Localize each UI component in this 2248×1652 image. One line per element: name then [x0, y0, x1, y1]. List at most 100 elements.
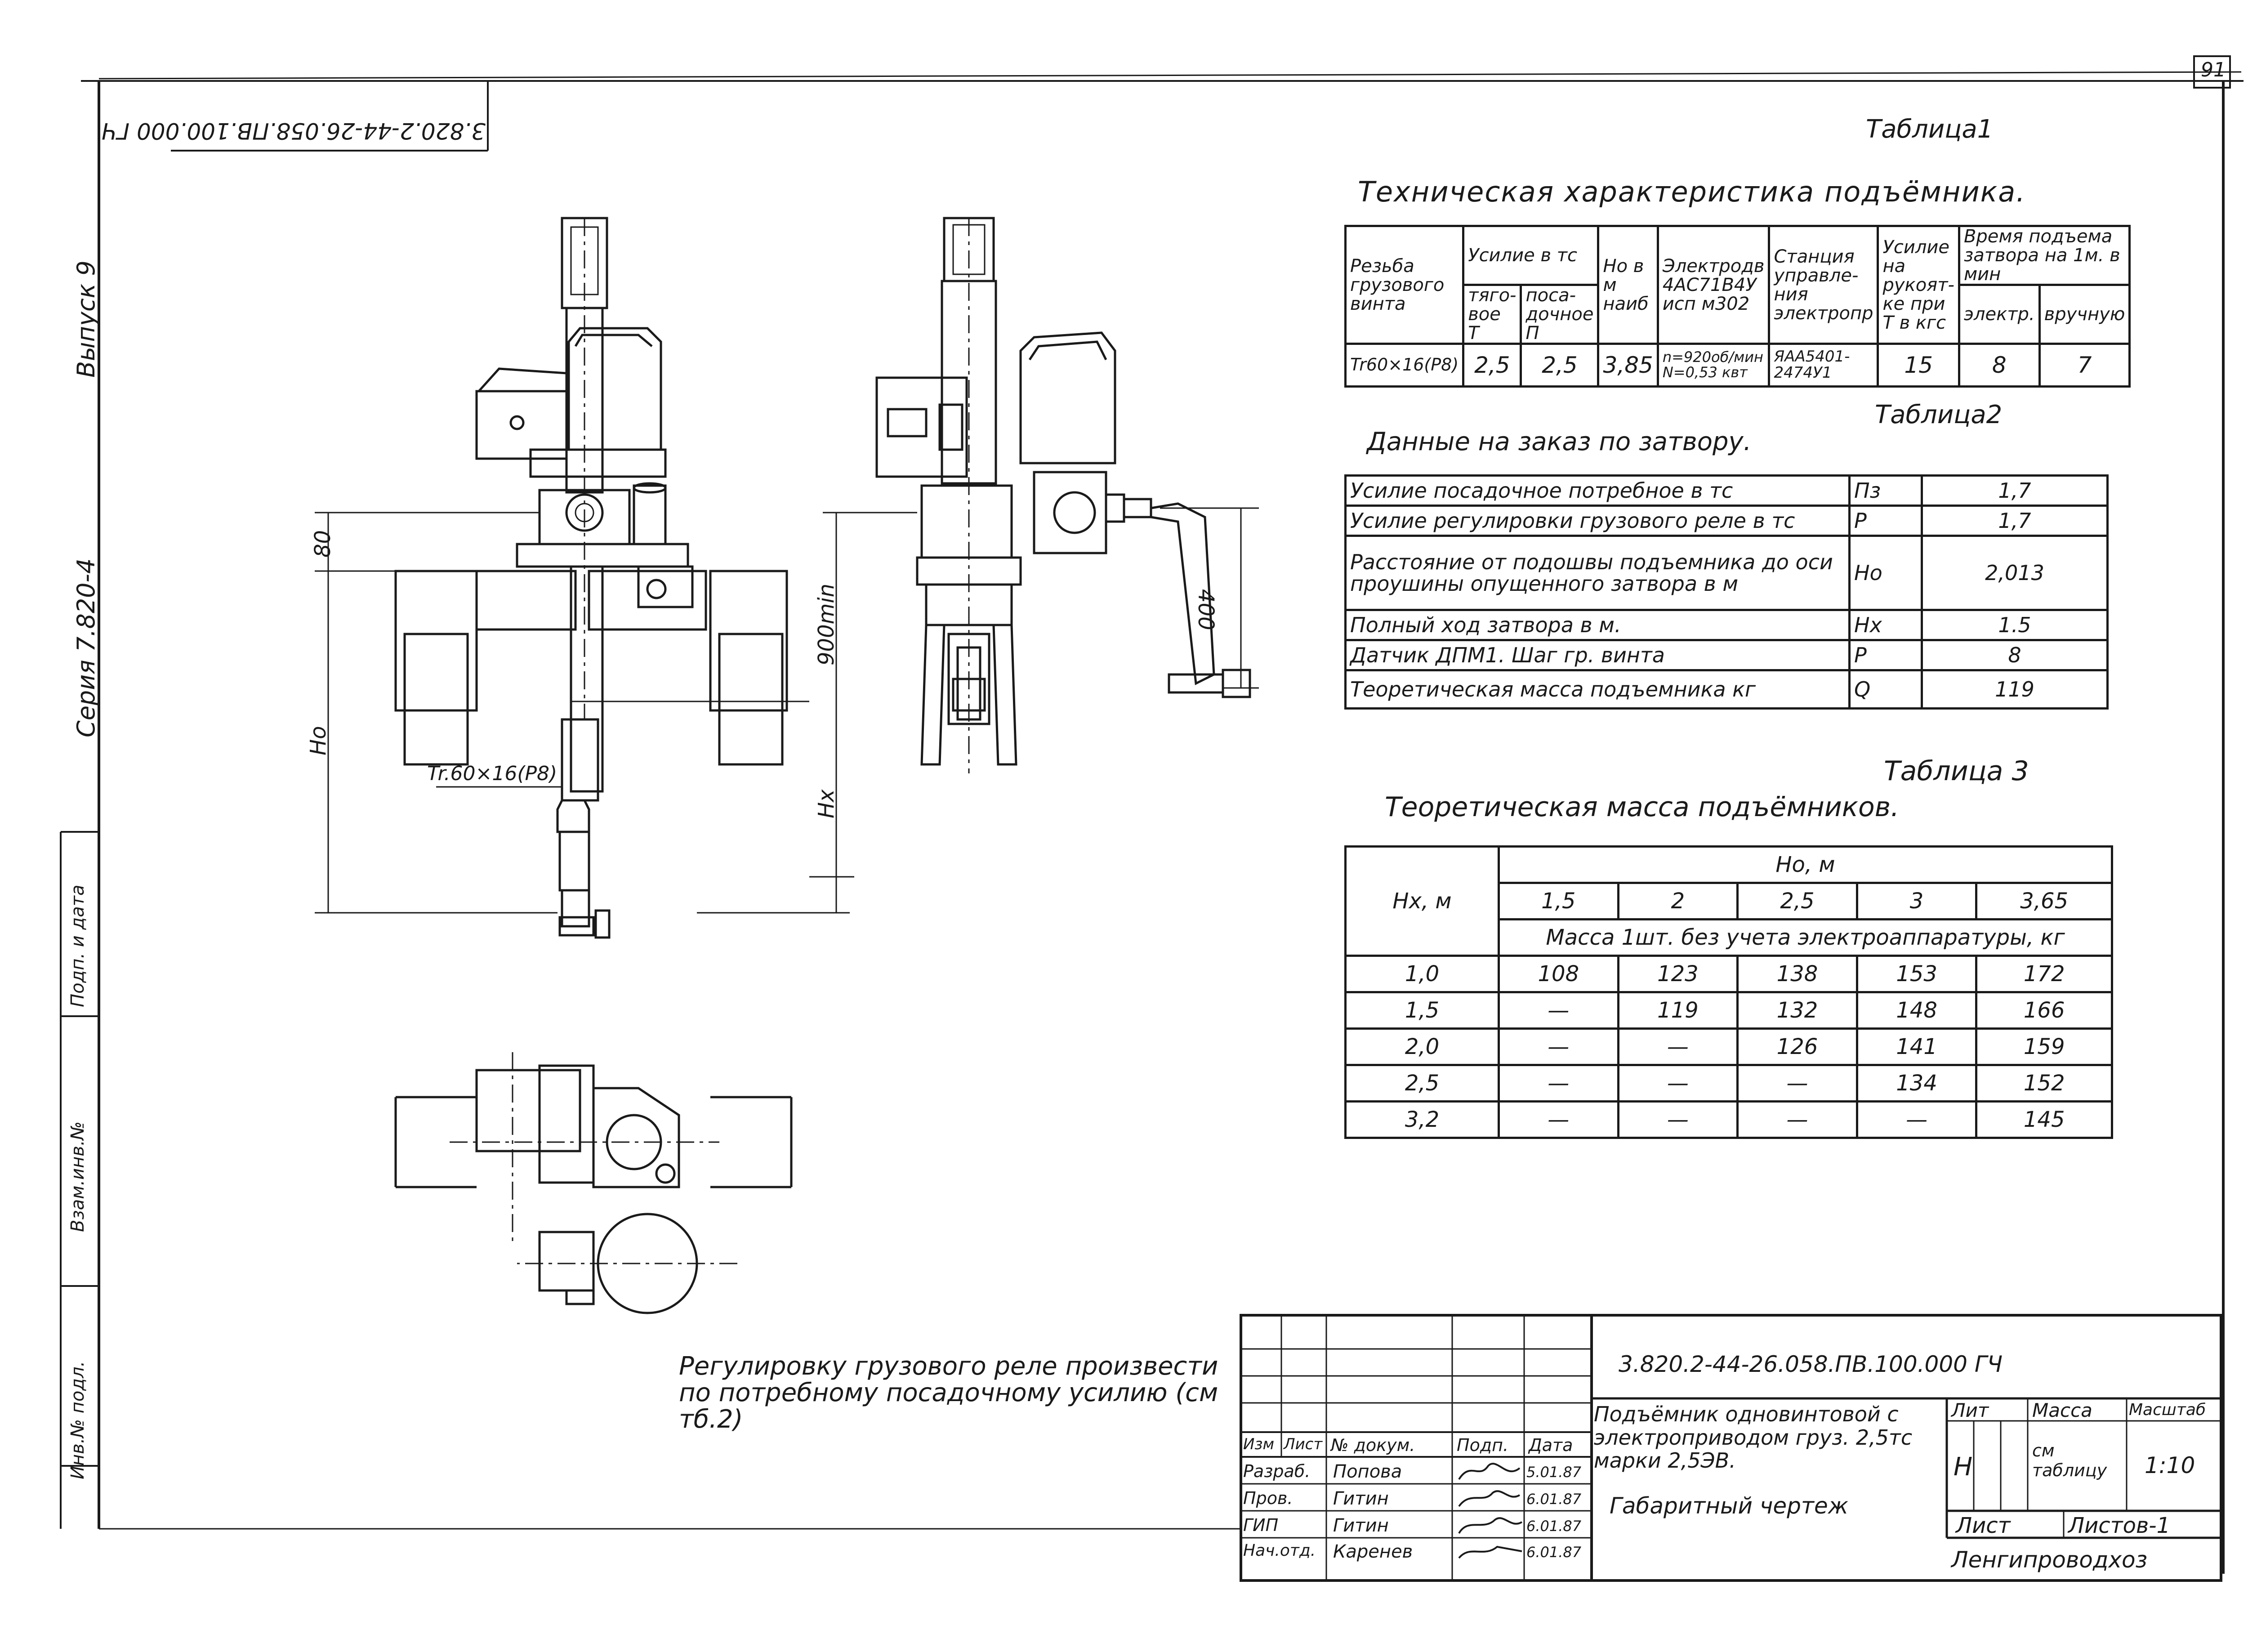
t2-row: Полный ход затвора в м. Hx 1.5: [1344, 609, 2109, 641]
tb-drawing-type: Габаритный чертеж: [1610, 1493, 1848, 1519]
tb-person: Каренев: [1333, 1541, 1413, 1562]
tb-sheets: Листов-1: [2068, 1513, 2171, 1538]
t1-h-handle: Усилие на рукоят-ке при T в кгс: [1877, 225, 1960, 345]
tb-role: ГИП: [1243, 1515, 1279, 1535]
tb-date: 6.01.87: [1526, 1491, 1582, 1508]
tb-code: 3.820.2-44-26.058.ПВ.100.000 ГЧ: [1619, 1351, 2003, 1377]
table1-title: Техническая характеристика подъёмника.: [1358, 175, 2026, 208]
t3-hx: 2,5: [1344, 1064, 1500, 1103]
tb-h-list: Лист: [1284, 1435, 1323, 1453]
t1-v-handle: 15: [1877, 343, 1960, 388]
t2-name: Расстояние от подошвы подъемника до оси …: [1344, 535, 1851, 611]
t1-v-time-el: 8: [1958, 343, 2041, 388]
t1-v-tyag: 2,5: [1462, 343, 1522, 388]
t3-cell: 123: [1617, 955, 1739, 993]
t1-v-pos: 2,5: [1520, 343, 1600, 388]
t1-v-time-hand: 7: [2038, 343, 2131, 388]
t3-cell: 166: [1975, 991, 2113, 1030]
t3-cell: 145: [1975, 1100, 2113, 1139]
t3-row: 3,2 — — — — 145: [1344, 1100, 2113, 1139]
t1-h-time-hand: вручную: [2038, 284, 2131, 345]
tb-person: Гитин: [1333, 1488, 1389, 1509]
t2-val: 8: [1921, 639, 2109, 671]
t1-h-motor: Электродв 4АС71В4У исп м302: [1656, 225, 1771, 345]
t2-row: Датчик ДПМ1. Шаг гр. винта P 8: [1344, 639, 2109, 671]
t1-h-ho: Но в м наиб: [1597, 225, 1659, 345]
t2-name: Полный ход затвора в м.: [1344, 609, 1851, 641]
t3-ho-value: 1,5: [1498, 882, 1619, 920]
t3-cell: 172: [1975, 955, 2113, 993]
tb-sheet: Лист: [1956, 1513, 2011, 1538]
t1-h-time: Время подъема затвора на 1м. в мин: [1958, 225, 2131, 286]
tb-h-date: Дата: [1529, 1435, 1573, 1455]
t1-v-ho: 3,85: [1597, 343, 1659, 388]
t3-cell: —: [1617, 1027, 1739, 1066]
t3-ho-value: 3,65: [1975, 882, 2113, 920]
t3-hx: 2,0: [1344, 1027, 1500, 1066]
t1-v-station: ЯАА5401-2474У1: [1768, 343, 1879, 388]
t2-name: Усилие посадочное потребное в тс: [1344, 474, 1851, 507]
t3-row: 2,0 — — 126 141 159: [1344, 1027, 2113, 1066]
t1-v-thread: Tr60×16(P8): [1344, 343, 1465, 388]
t3-hx: 1,0: [1344, 955, 1500, 993]
t3-cell: 138: [1736, 955, 1858, 993]
table3-label: Таблица 3: [1884, 755, 2029, 787]
t1-v-motor: n=920об/мин N=0,53 квт: [1656, 343, 1771, 388]
t3-ho-value: 3: [1855, 882, 1978, 920]
t2-val: 1.5: [1921, 609, 2109, 641]
t2-sym: P: [1848, 639, 1923, 671]
t3-ho-header: Ho, м: [1498, 845, 2113, 884]
t3-cell: 153: [1855, 955, 1978, 993]
t2-val: 1,7: [1921, 474, 2109, 507]
tb-name: Подъёмник одновинтовой с электроприводом…: [1594, 1402, 1913, 1473]
t2-sym: Ho: [1848, 535, 1923, 611]
t3-hx: 3,2: [1344, 1100, 1500, 1139]
tb-lit: Н: [1954, 1452, 1973, 1482]
table3-title: Теоретическая масса подъёмников.: [1385, 791, 1900, 823]
t3-cell: —: [1498, 991, 1619, 1030]
t2-val: 2,013: [1921, 535, 2109, 611]
tb-h-sign: Подп.: [1457, 1435, 1509, 1455]
t3-cell: 159: [1975, 1027, 2113, 1066]
t3-cell: —: [1617, 1064, 1739, 1103]
sheet-number: 91: [2201, 58, 2226, 81]
tb-scale: 1:10: [2145, 1452, 2195, 1478]
t3-row: 1,5 — 119 132 148 166: [1344, 991, 2113, 1030]
tb-h-lit: Лит: [1951, 1399, 1989, 1421]
t2-row: Теоретическая масса подъемника кг Q 119: [1344, 669, 2109, 710]
tb-date: 6.01.87: [1526, 1518, 1582, 1535]
t1-h-force: Усилие в тс: [1462, 225, 1600, 286]
t2-name: Теоретическая масса подъемника кг: [1344, 669, 1851, 710]
t1-h-pos: поса-дочное П: [1520, 284, 1600, 345]
t3-cell: 134: [1855, 1064, 1978, 1103]
t3-cell: 108: [1498, 955, 1619, 993]
t1-h-tyag: тяго-вое T: [1462, 284, 1522, 345]
t3-row: 1,0 108 123 138 153 172: [1344, 955, 2113, 993]
t3-cell: 132: [1736, 991, 1858, 1030]
table2-label: Таблица2: [1875, 400, 2003, 429]
tb-role: Пров.: [1243, 1488, 1293, 1508]
t2-row: Усилие посадочное потребное в тс Пз 1,7: [1344, 474, 2109, 507]
t2-sym: Q: [1848, 669, 1923, 710]
t2-val: 119: [1921, 669, 2109, 710]
tb-date: 5.01.87: [1526, 1464, 1582, 1481]
t3-cell: 152: [1975, 1064, 2113, 1103]
table3: Hx, м Ho, м 1,5 2 2,5 3 3,65 Масса 1шт. …: [1344, 845, 2113, 1139]
t2-sym: P: [1848, 505, 1923, 537]
tb-h-doc: № докум.: [1331, 1435, 1415, 1455]
t3-cell: —: [1736, 1064, 1858, 1103]
t3-ho-value: 2,5: [1736, 882, 1858, 920]
t3-cell: —: [1617, 1100, 1739, 1139]
tb-org: Ленгипроводхоз: [1951, 1547, 2148, 1573]
tb-date: 6.01.87: [1526, 1544, 1582, 1561]
t2-row: Усилие регулировки грузового реле в тс P…: [1344, 505, 2109, 537]
t3-row: 2,5 — — — 134 152: [1344, 1064, 2113, 1103]
t3-cell: —: [1736, 1100, 1858, 1139]
dim-thread: Tr.60×16(P8): [427, 762, 558, 785]
table2-title: Данные на заказ по затвору.: [1367, 427, 1752, 456]
t1-h-time-el: электр.: [1958, 284, 2041, 345]
tb-mass: см таблицу: [2032, 1441, 2107, 1480]
t2-row: Расстояние от подошвы подъемника до оси …: [1344, 535, 2109, 611]
